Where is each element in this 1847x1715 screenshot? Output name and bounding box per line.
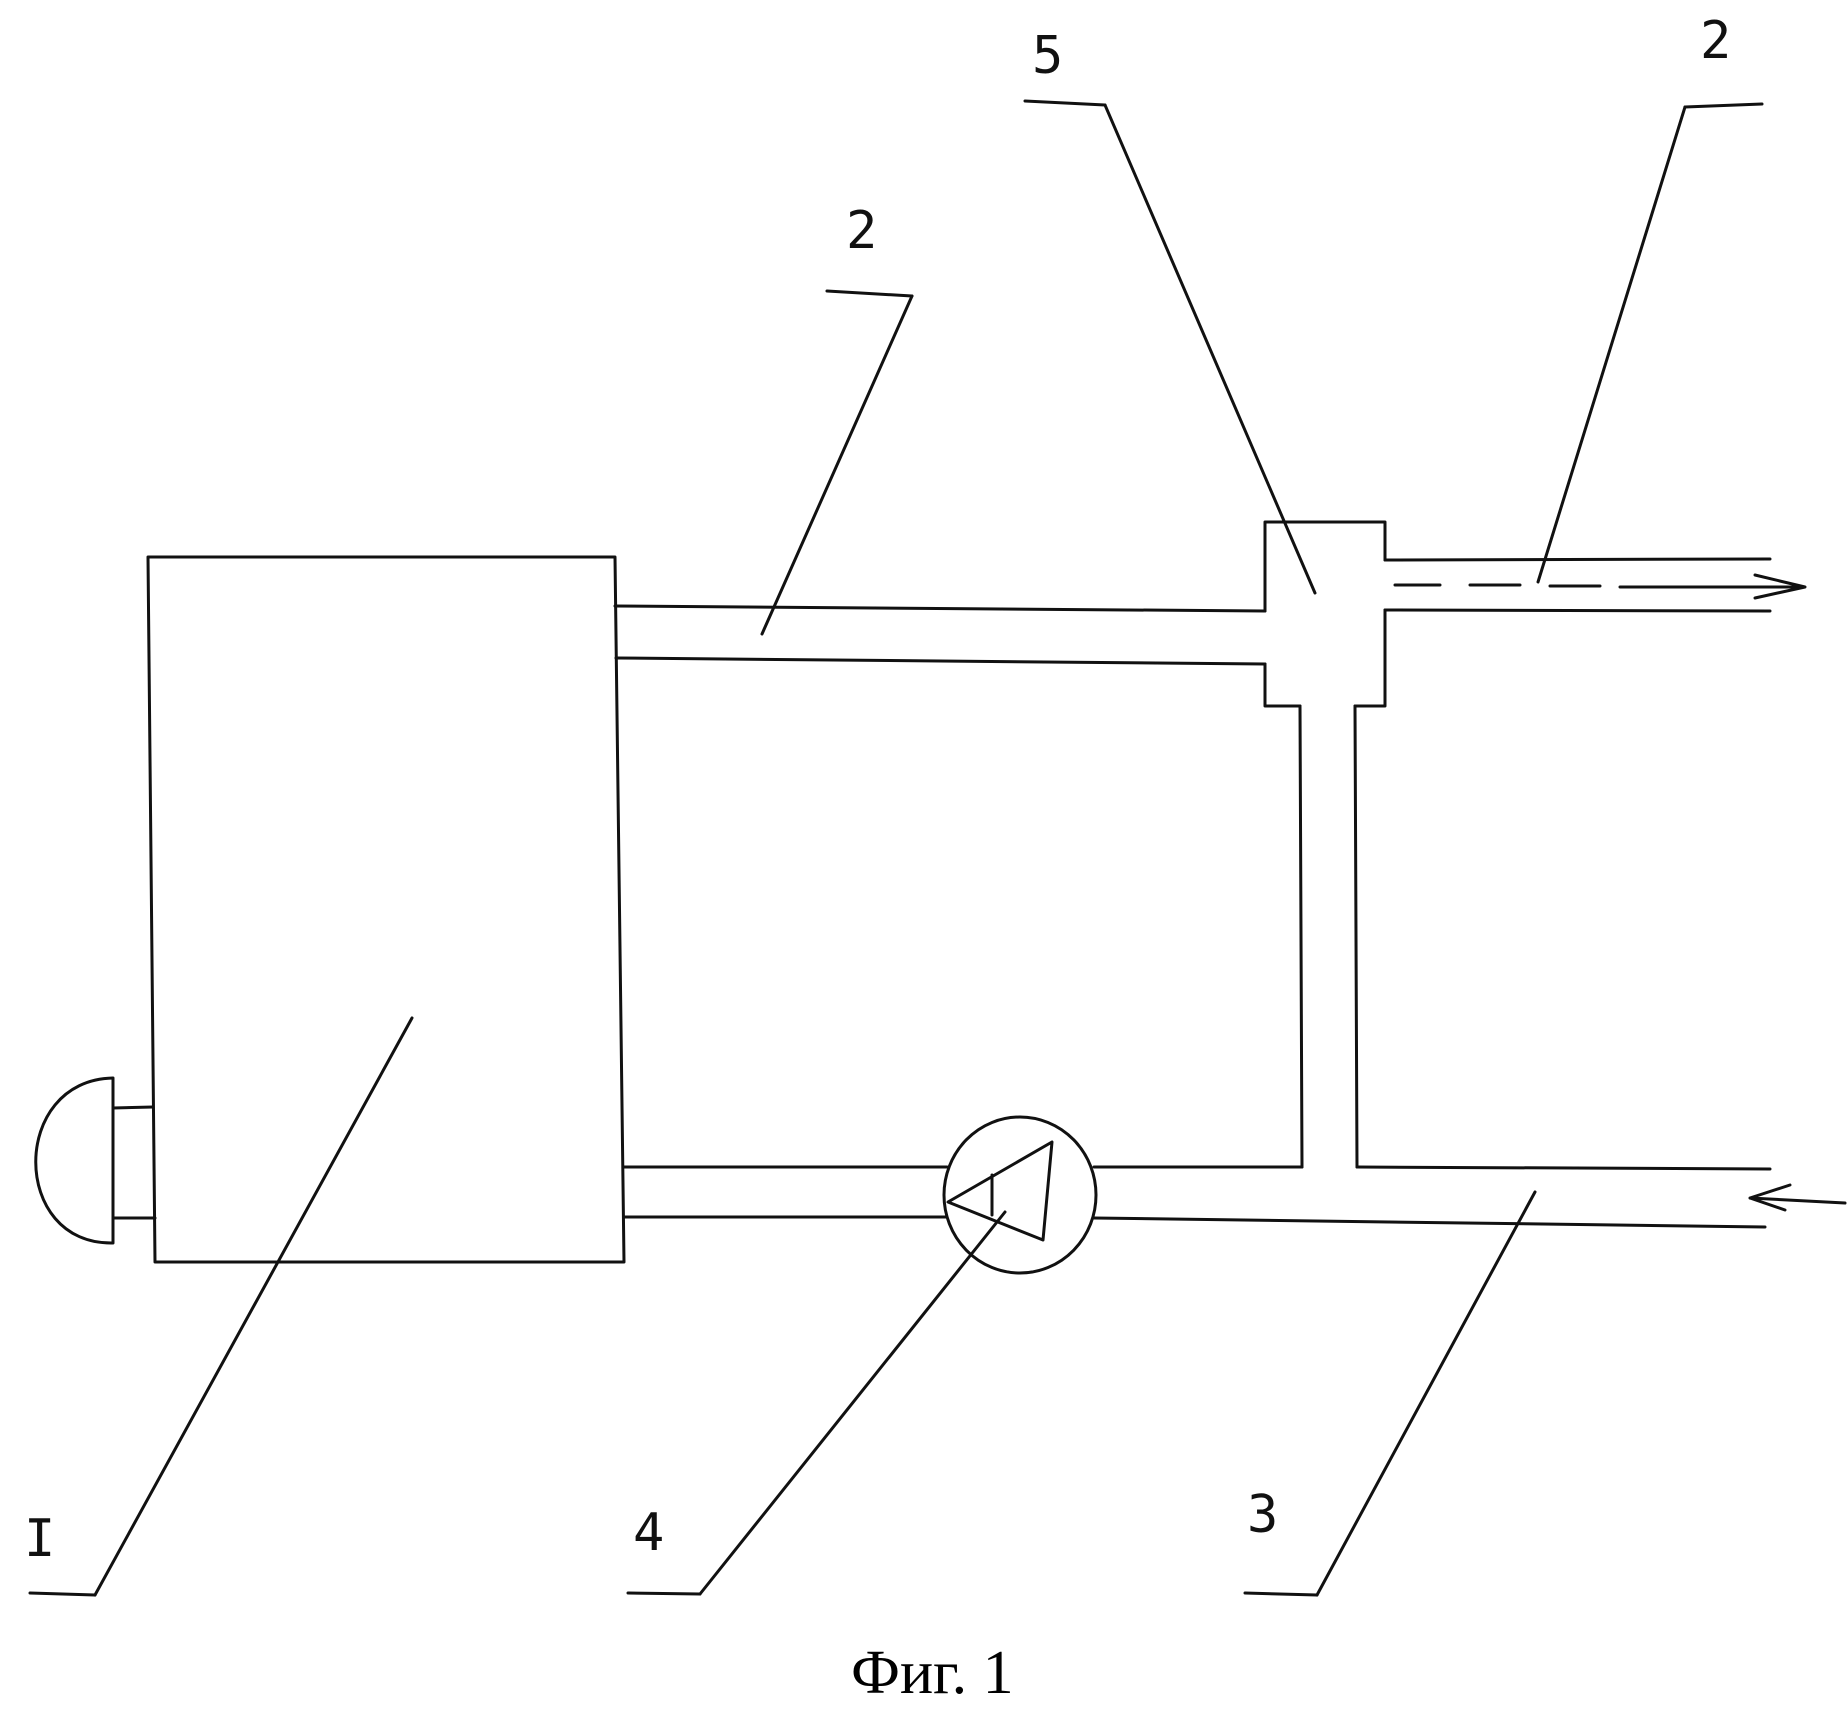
leader-4-shelf: [628, 1593, 700, 1594]
return-pipe-top-right: [1357, 1167, 1770, 1169]
supply-pipe-bottom: [616, 658, 1265, 664]
leader-2-outlet: [1538, 107, 1685, 582]
outlet-pipe-top: [1385, 559, 1770, 560]
burner-dome: [36, 1078, 113, 1243]
tee-fitting: [1265, 522, 1385, 706]
return-arrow: [1750, 1185, 1845, 1210]
leader-5: [1105, 105, 1315, 593]
label-2-outlet: 2: [1700, 11, 1731, 71]
leader-1-shelf: [30, 1593, 95, 1595]
outlet-pipe-bottom: [1385, 610, 1770, 611]
label-5: 5: [1032, 26, 1063, 86]
label-3: 3: [1247, 1485, 1278, 1545]
leader-3: [1317, 1192, 1535, 1595]
label-2-pipe: 2: [846, 201, 877, 261]
return-pipe-bottom-right: [1094, 1218, 1765, 1227]
label-1: I: [24, 1509, 55, 1569]
burner-neck-top: [113, 1107, 153, 1108]
leader-2-pipe-shelf: [827, 291, 912, 296]
leader-2-outlet-shelf: [1685, 104, 1762, 107]
leader-4: [700, 1212, 1005, 1594]
pump-triangle: [948, 1142, 1052, 1240]
pump-circle: [944, 1117, 1096, 1273]
leader-3-shelf: [1245, 1593, 1317, 1595]
supply-pipe-top: [615, 606, 1265, 611]
bypass-pipe-left: [1300, 706, 1302, 1167]
label-4: 4: [633, 1503, 664, 1563]
figure-caption: Фиг. 1: [851, 1639, 1014, 1707]
leader-1: [95, 1018, 412, 1595]
bypass-pipe-right: [1355, 706, 1357, 1167]
leader-5-shelf: [1025, 101, 1105, 105]
boiler-unit: [148, 557, 624, 1262]
leader-2-pipe: [762, 296, 912, 634]
